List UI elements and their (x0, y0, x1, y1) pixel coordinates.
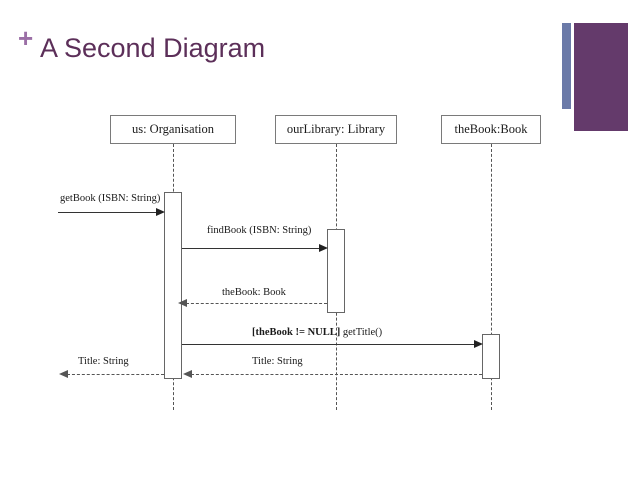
message-label-gettitle: [theBook != NULL] getTitle() (252, 327, 382, 338)
message-line-title-inner (191, 374, 482, 375)
message-label-thebook-return: theBook: Book (222, 287, 286, 298)
message-line-thebook-return (186, 303, 327, 304)
message-line-gettitle (182, 344, 475, 345)
arrowhead-getbook (156, 207, 165, 216)
message-label-getbook: getBook (ISBN: String) (60, 193, 161, 204)
message-line-getbook (58, 212, 158, 213)
activation-bar-us (164, 192, 182, 379)
lifeline-box-ourlibrary: ourLibrary: Library (275, 115, 397, 144)
lifeline-dash-thebook (491, 144, 492, 410)
lifeline-label-ourlibrary: ourLibrary: Library (286, 122, 386, 136)
message-label-findbook: findBook (ISBN: String) (207, 225, 312, 236)
arrowhead-title-outer (59, 369, 68, 378)
lifeline-box-us: us: Organisation (110, 115, 236, 144)
message-label-title-inner: Title: String (252, 356, 303, 367)
page-title: A Second Diagram (40, 33, 266, 63)
arrowhead-findbook (319, 243, 328, 252)
activation-bar-ourlibrary (327, 229, 345, 313)
plus-icon: + (18, 23, 34, 53)
arrowhead-title-inner (183, 369, 192, 378)
message-line-findbook (182, 248, 320, 249)
decorative-thin-bar (562, 23, 571, 109)
activation-bar-thebook (482, 334, 500, 379)
arrowhead-gettitle (474, 339, 483, 348)
arrowhead-thebook-return (178, 298, 187, 307)
message-line-title-outer (67, 374, 164, 375)
message-name-gettitle: getTitle() (342, 327, 383, 338)
lifeline-label-thebook: theBook:Book (454, 122, 528, 136)
message-label-title-outer: Title: String (78, 356, 129, 367)
message-guard-gettitle: [theBook != NULL] (252, 327, 341, 338)
lifeline-label-us: us: Organisation (131, 122, 215, 136)
lifeline-box-thebook: theBook:Book (441, 115, 541, 144)
decorative-purple-block (574, 23, 628, 131)
